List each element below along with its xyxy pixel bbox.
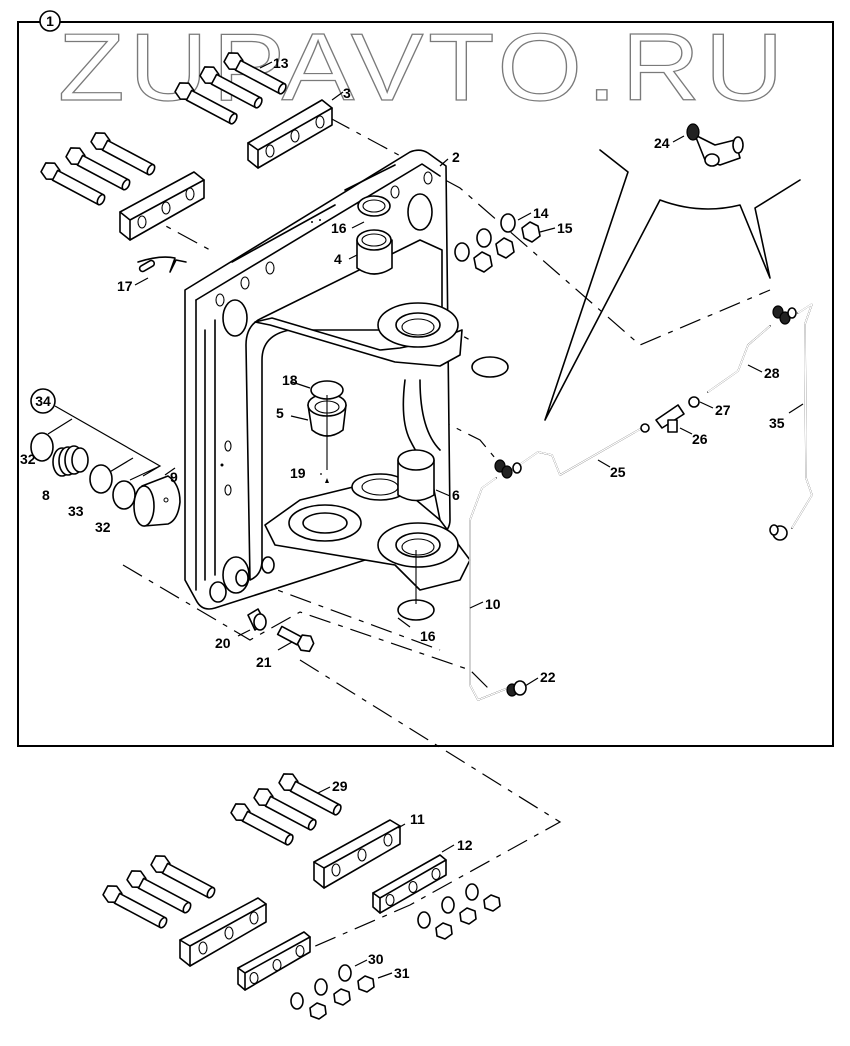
bushing-4 bbox=[356, 229, 393, 275]
arrow-19 bbox=[325, 478, 329, 483]
callout-15: 15 bbox=[557, 220, 573, 236]
fitting-mid bbox=[494, 459, 522, 479]
strap-plate-3 bbox=[247, 99, 333, 169]
fitting-lower-right bbox=[769, 524, 788, 541]
fitting-22 bbox=[506, 680, 527, 697]
callout-24: 24 bbox=[654, 135, 670, 151]
strap-plate-lower-left bbox=[179, 897, 267, 967]
strap-plate-lower-mid bbox=[237, 931, 311, 991]
washers-nuts-14-15 bbox=[454, 213, 541, 273]
strap-plate-11 bbox=[313, 819, 401, 889]
pin-17 bbox=[137, 256, 187, 273]
callout-2: 2 bbox=[452, 149, 460, 165]
hydraulic-line-28 bbox=[707, 325, 771, 393]
callout-25: 25 bbox=[610, 464, 626, 480]
frame-number-badge: 1 bbox=[39, 10, 61, 32]
tee-fitting-26 bbox=[640, 404, 685, 433]
callout-13: 13 bbox=[273, 55, 289, 71]
strap-plate-12 bbox=[372, 854, 447, 914]
callout-leaders bbox=[134, 61, 804, 979]
callout-29: 29 bbox=[332, 778, 348, 794]
bolt-set-29 bbox=[230, 773, 342, 846]
callout-21: 21 bbox=[256, 654, 272, 670]
piston-9 bbox=[133, 475, 181, 527]
callout-30: 30 bbox=[368, 951, 384, 967]
detail-callout-bubble bbox=[544, 149, 801, 421]
callout-32-right: 32 bbox=[95, 519, 111, 535]
callout-28: 28 bbox=[764, 365, 780, 381]
callout-4: 4 bbox=[334, 251, 342, 267]
kit-number: 34 bbox=[35, 393, 51, 409]
frame-number: 1 bbox=[46, 13, 54, 29]
hydraulic-line-25 bbox=[511, 427, 643, 477]
callout-11: 11 bbox=[410, 811, 425, 827]
callout-5: 5 bbox=[276, 405, 284, 421]
callout-12: 12 bbox=[457, 837, 473, 853]
callout-31: 31 bbox=[394, 965, 410, 981]
bolt-set-left bbox=[40, 132, 156, 206]
hydraulic-line-35 bbox=[791, 302, 814, 529]
bolt-21 bbox=[276, 625, 315, 653]
bushing-6 bbox=[397, 449, 435, 502]
callout-6: 6 bbox=[452, 487, 460, 503]
fitting-upper-right bbox=[772, 305, 797, 325]
callout-33: 33 bbox=[68, 503, 84, 519]
callout-labels: 2 3 4 5 6 8 9 10 11 12 13 14 15 16 16 17… bbox=[20, 55, 785, 981]
callout-8: 8 bbox=[42, 487, 50, 503]
callout-22: 22 bbox=[540, 669, 556, 685]
callout-10: 10 bbox=[485, 596, 501, 612]
upper-arm bbox=[254, 302, 463, 367]
fitting-24 bbox=[686, 123, 744, 167]
spring-8 bbox=[52, 445, 89, 477]
callout-9: 9 bbox=[170, 469, 178, 485]
diagram-frame bbox=[17, 21, 834, 747]
callout-26: 26 bbox=[692, 431, 708, 447]
strap-plate-left bbox=[119, 171, 205, 241]
seal-ring-right bbox=[471, 356, 509, 378]
nut-27 bbox=[688, 396, 700, 408]
callout-14: 14 bbox=[533, 205, 549, 221]
washers-nuts-30-31 bbox=[290, 964, 375, 1020]
callout-3: 3 bbox=[343, 85, 351, 101]
callout-20: 20 bbox=[215, 635, 231, 651]
callout-19: 19 bbox=[290, 465, 306, 481]
bolt-set-13 bbox=[174, 52, 287, 125]
callout-27: 27 bbox=[715, 402, 731, 418]
callout-16-bottom: 16 bbox=[420, 628, 436, 644]
callout-32-left: 32 bbox=[20, 451, 36, 467]
watermark-text: ZUPAVTO.RU bbox=[58, 14, 788, 121]
callout-35: 35 bbox=[769, 415, 785, 431]
seal-ring-16-top bbox=[357, 195, 391, 217]
washers-nuts-right bbox=[417, 883, 501, 940]
callout-17: 17 bbox=[117, 278, 133, 294]
lower-arm bbox=[264, 379, 471, 591]
bolt-set-lower-left bbox=[102, 855, 216, 929]
kit-34-group: 34 bbox=[30, 388, 181, 527]
hydraulic-line-10 bbox=[469, 477, 509, 701]
spacer-20 bbox=[247, 608, 267, 631]
callout-16-top: 16 bbox=[331, 220, 347, 236]
callout-18: 18 bbox=[282, 372, 298, 388]
